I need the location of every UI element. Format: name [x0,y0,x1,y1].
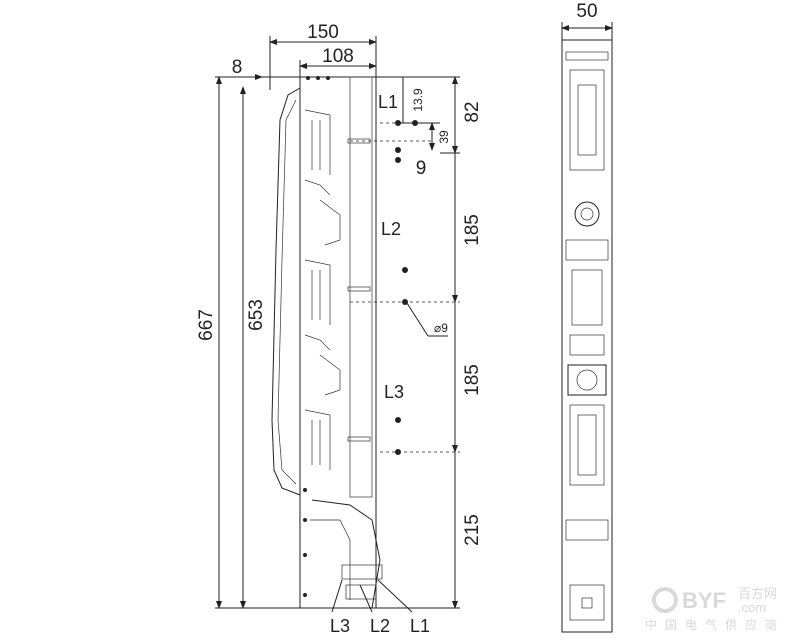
side-view [271,76,418,609]
dim-653: 653 [246,299,267,331]
dim-9: 9 [416,158,427,179]
dim-8: 8 [232,57,243,78]
watermark-domain: .com [738,600,766,615]
dim-108: 108 [322,46,354,67]
dim-667: 667 [196,309,217,341]
label-l1: L1 [378,92,398,112]
watermark-brand: BYF [682,588,726,613]
dim-50: 50 [576,1,597,22]
bottom-label-l2: L2 [370,616,390,636]
dim-150: 150 [307,22,339,43]
watermark-tagline: 中国电气供应商 [645,617,785,632]
dimension-lines [216,39,460,613]
dim-185-l3: 185 [462,364,483,396]
bottom-label-l1: L1 [410,616,430,636]
bottom-label-l3: L3 [330,616,350,636]
front-view [561,22,613,633]
watermark: BYF 百方网 .com 中国电气供应商 [645,586,785,632]
dim-215: 215 [462,514,483,546]
dim-hole-diameter: ⌀9 [434,321,448,335]
dim-185-l2: 185 [462,214,483,246]
dim-13-9: 13.9 [411,88,425,112]
dimension-labels: 150 108 8 667 653 13.9 39 9 82 185 185 2… [196,1,598,636]
watermark-cn-name: 百方网 [738,586,777,601]
watermark-logo-icon [652,587,678,613]
label-l3: L3 [384,382,404,402]
dim-39: 39 [437,130,451,144]
label-l2: L2 [381,219,401,239]
dim-82: 82 [462,101,483,122]
